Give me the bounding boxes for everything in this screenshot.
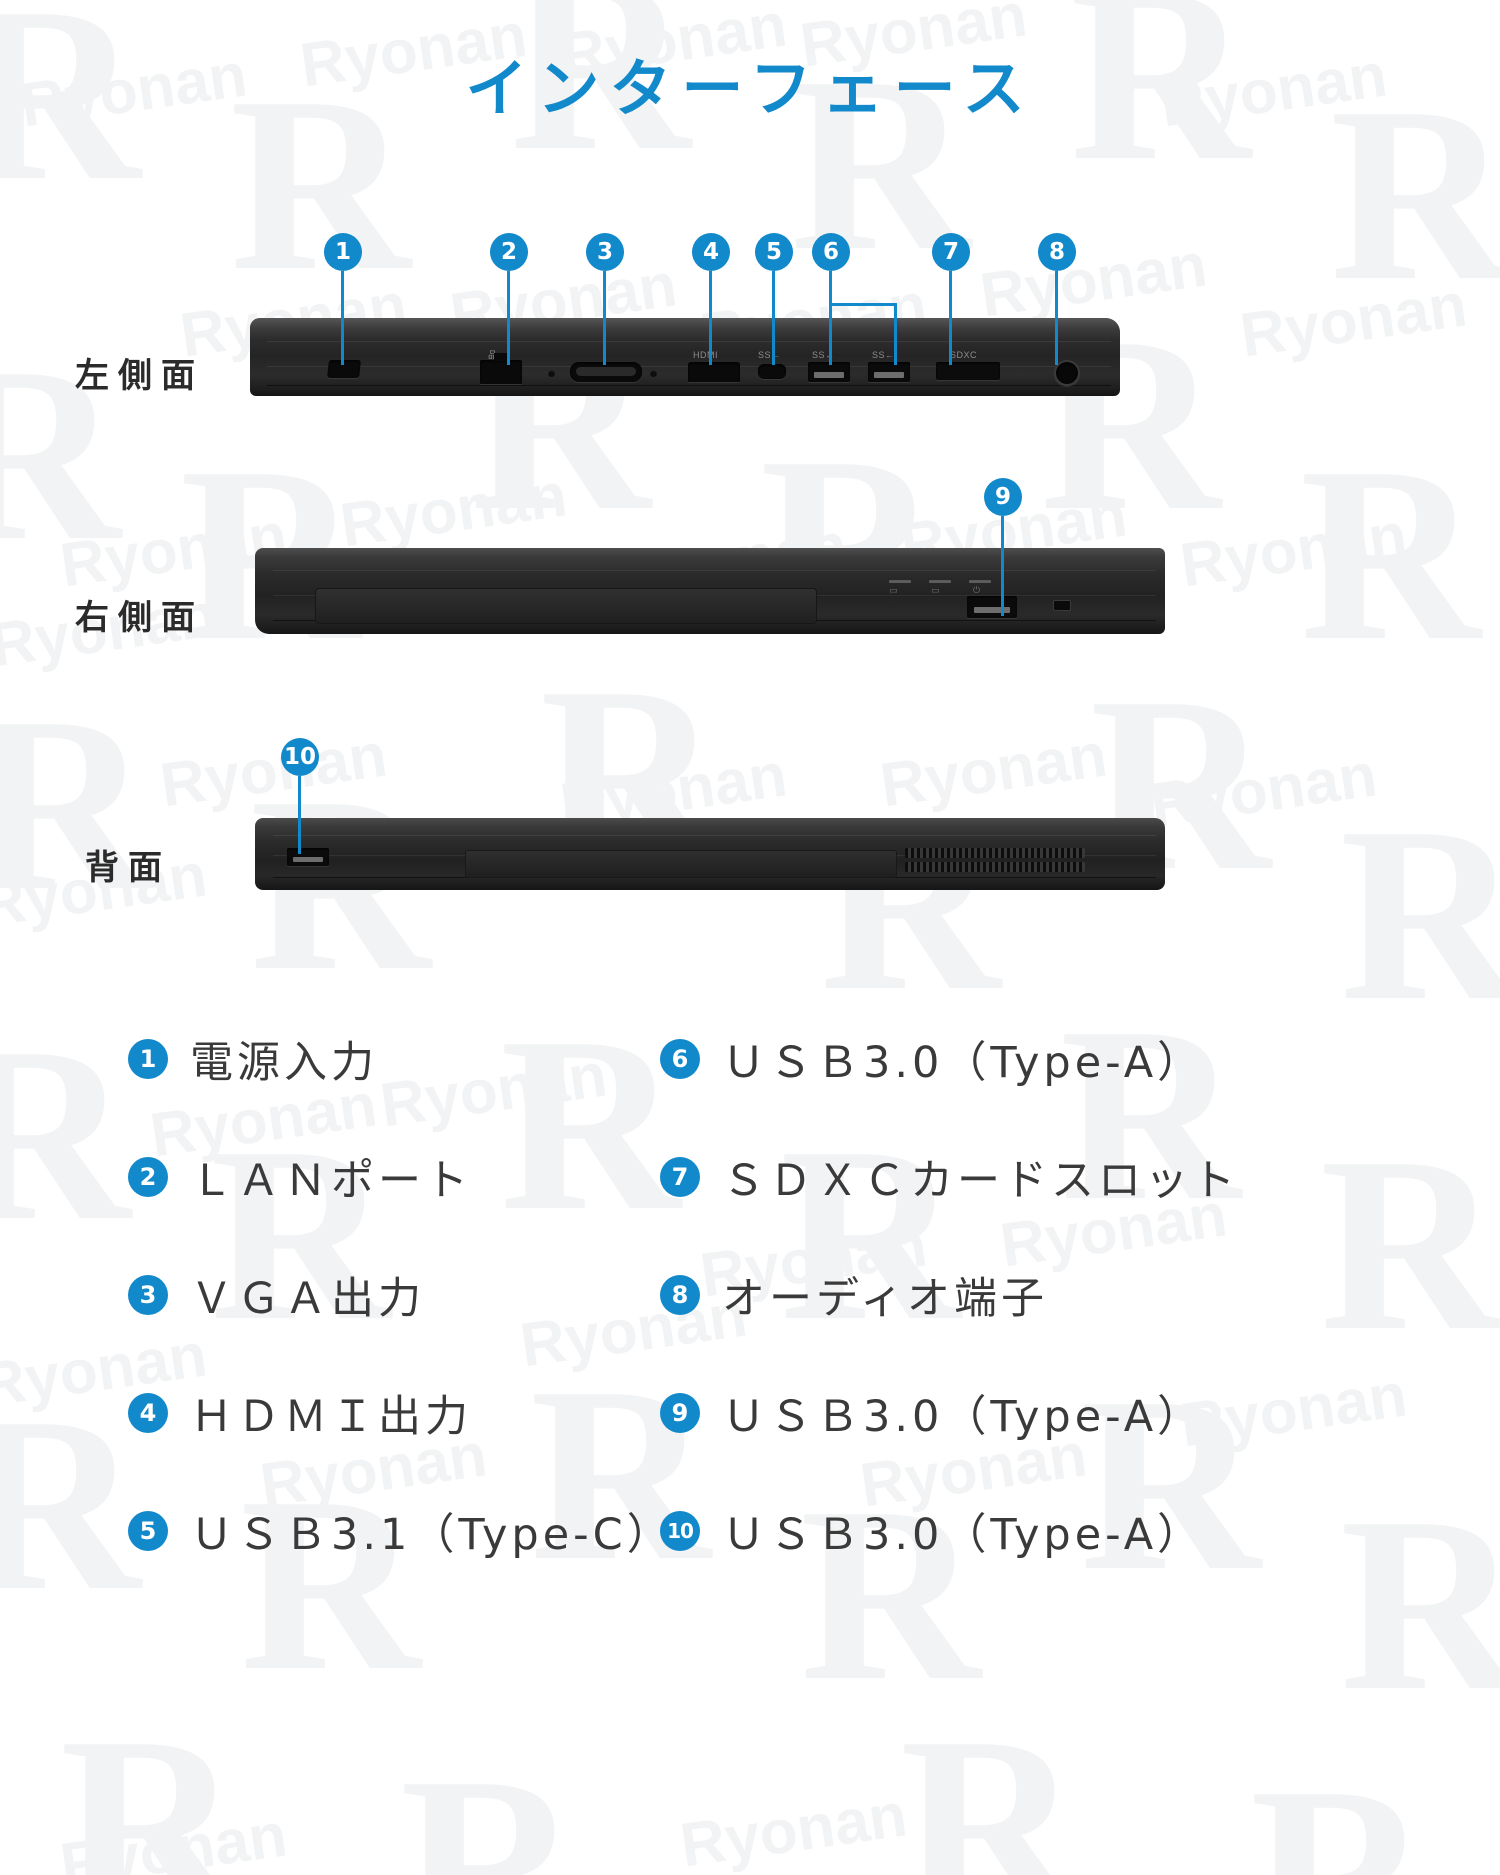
- legend-label-5: ＵＳＢ3.1（Type-C）: [190, 1510, 674, 1560]
- legend-item-3: 3 ＶＧＡ出力: [128, 1236, 674, 1354]
- callout-leader-3: [603, 271, 606, 365]
- legend-number-6: 6: [660, 1039, 700, 1079]
- legend-number-9: 9: [660, 1393, 700, 1433]
- usb-a-port-marking: SS←: [812, 350, 835, 360]
- legend-number-3: 3: [128, 1275, 168, 1315]
- port-usb-a-right: [967, 596, 1017, 618]
- kensington-lock-slot: [1053, 600, 1071, 611]
- callout-10: 10: [281, 738, 319, 776]
- laptop-right-side-image: ▭ ▭ ⏻: [255, 548, 1165, 634]
- port-audio-jack: [1054, 360, 1080, 386]
- chassis-seam: [267, 341, 1112, 343]
- legend-label-1: 電源入力: [190, 1038, 378, 1088]
- status-led-1: [889, 580, 911, 583]
- port-usb-a-2: [868, 362, 910, 382]
- view-label-right-side: 右側面: [75, 599, 204, 637]
- port-lan: [480, 353, 522, 384]
- callout-bracket-6-left: [829, 303, 832, 365]
- laptop-back-image: [255, 818, 1165, 890]
- callout-5: 5: [755, 233, 793, 271]
- battery-bar: [465, 850, 897, 878]
- usb-a-port-marking: SS←: [872, 350, 895, 360]
- legend-item-5: 5 ＵＳＢ3.1（Type-C）: [128, 1472, 674, 1590]
- legend-label-8: オーディオ端子: [722, 1274, 1048, 1324]
- legend-item-8: 8 オーディオ端子: [660, 1236, 1239, 1354]
- callout-8: 8: [1038, 233, 1076, 271]
- port-usb-a-back: [287, 848, 329, 866]
- chassis-seam: [267, 385, 1112, 387]
- port-vga: [570, 362, 642, 382]
- legend-label-2: ＬＡＮポート: [190, 1156, 472, 1206]
- callout-1: 1: [324, 233, 362, 271]
- callout-leader-4: [709, 271, 712, 365]
- legend-column-right: 6 ＵＳＢ3.0（Type-A） 7 ＳＤＸＣカードスロット 8 オーディオ端子…: [660, 1000, 1239, 1590]
- callout-2: 2: [490, 233, 528, 271]
- status-led-2: [929, 580, 951, 583]
- hdmi-port-marking: HDMI: [693, 350, 718, 360]
- port-power-input: [327, 360, 361, 378]
- callout-leader-6: [829, 271, 832, 305]
- callout-leader-2: [507, 271, 510, 365]
- typec-port-marking: SS←: [758, 350, 781, 360]
- laptop-lid-edge: [250, 318, 1120, 342]
- legend-item-1: 1 電源入力: [128, 1000, 674, 1118]
- legend-column-left: 1 電源入力 2 ＬＡＮポート 3 ＶＧＡ出力 4 ＨＤＭＩ出力 5 ＵＳＢ3.…: [128, 1000, 674, 1590]
- status-led-label-1: ▭: [889, 585, 898, 595]
- legend-number-2: 2: [128, 1157, 168, 1197]
- legend-item-9: 9 ＵＳＢ3.0（Type-A）: [660, 1354, 1239, 1472]
- callout-bracket-6-right: [894, 303, 897, 365]
- legend-item-10: 10 ＵＳＢ3.0（Type-A）: [660, 1472, 1239, 1590]
- vent-grille-bottom: [905, 862, 1085, 872]
- callout-bracket-6: [829, 303, 897, 306]
- vent-grille-top: [905, 848, 1085, 858]
- page-title: インターフェース: [465, 52, 1035, 125]
- chassis-seam: [273, 835, 1156, 837]
- legend-number-7: 7: [660, 1157, 700, 1197]
- status-led-label-3: ⏻: [973, 585, 981, 595]
- callout-leader-1: [341, 271, 344, 365]
- callout-leader-8: [1055, 271, 1058, 365]
- legend-number-1: 1: [128, 1039, 168, 1079]
- chassis-seam: [273, 570, 1156, 572]
- legend-label-4: ＨＤＭＩ出力: [190, 1392, 472, 1442]
- callout-3: 3: [586, 233, 624, 271]
- port-hdmi: [688, 362, 740, 382]
- callout-6: 6: [812, 233, 850, 271]
- sd-slot-marking: SDXC: [950, 350, 978, 360]
- vga-screw: [650, 370, 657, 377]
- callout-leader-10: [298, 776, 301, 854]
- callout-leader-9: [1001, 516, 1004, 616]
- legend-number-10: 10: [660, 1511, 700, 1551]
- port-usb-type-c: [758, 364, 786, 379]
- lan-port-marking: 品: [488, 350, 498, 360]
- callout-7: 7: [932, 233, 970, 271]
- vga-screw: [548, 370, 555, 377]
- port-sdxc-slot: [936, 362, 1000, 380]
- legend-label-10: ＵＳＢ3.0（Type-A）: [722, 1510, 1205, 1560]
- callout-leader-7: [949, 271, 952, 365]
- view-label-left-side: 左側面: [75, 357, 204, 395]
- legend-item-4: 4 ＨＤＭＩ出力: [128, 1354, 674, 1472]
- legend-number-8: 8: [660, 1275, 700, 1315]
- optical-drive-bay: [315, 588, 817, 624]
- callout-9: 9: [984, 478, 1022, 516]
- legend-label-6: ＵＳＢ3.0（Type-A）: [722, 1038, 1205, 1088]
- legend-item-2: 2 ＬＡＮポート: [128, 1118, 674, 1236]
- legend-label-3: ＶＧＡ出力: [190, 1274, 425, 1324]
- view-label-back: 背面: [85, 849, 171, 887]
- status-led-label-2: ▭: [931, 585, 940, 595]
- status-led-3: [969, 580, 991, 583]
- legend-label-7: ＳＤＸＣカードスロット: [722, 1156, 1239, 1206]
- laptop-left-side-image: 品 HDMI SS← SS← SS← SDXC: [250, 318, 1120, 396]
- callout-leader-5: [772, 271, 775, 365]
- callout-4: 4: [692, 233, 730, 271]
- port-usb-a-1: [808, 362, 850, 382]
- legend-label-9: ＵＳＢ3.0（Type-A）: [722, 1392, 1205, 1442]
- legend-number-5: 5: [128, 1511, 168, 1551]
- legend-item-6: 6 ＵＳＢ3.0（Type-A）: [660, 1000, 1239, 1118]
- legend-number-4: 4: [128, 1393, 168, 1433]
- legend-item-7: 7 ＳＤＸＣカードスロット: [660, 1118, 1239, 1236]
